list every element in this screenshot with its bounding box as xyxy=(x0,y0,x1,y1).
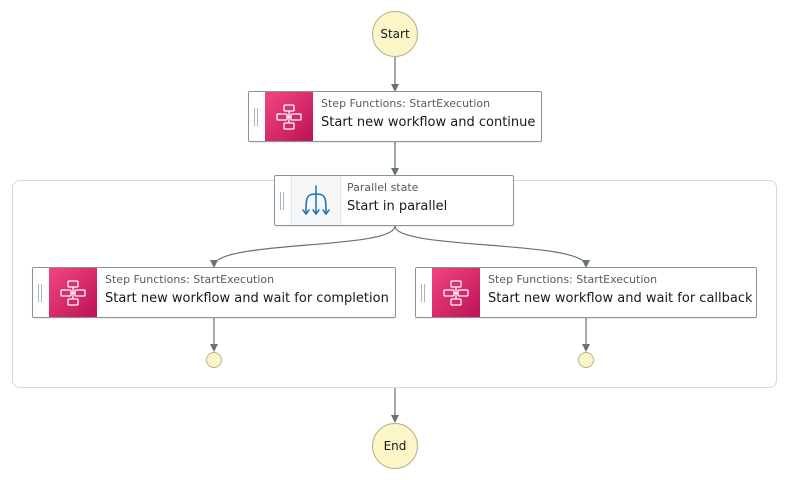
drag-handle[interactable] xyxy=(254,107,258,126)
state-name-label: Start new workflow and continue xyxy=(321,115,536,130)
state-name-label: Start in parallel xyxy=(347,199,448,214)
branch-end-left xyxy=(206,352,222,368)
state-type-label: Parallel state xyxy=(347,181,419,194)
state-name-label: Start new workflow and wait for callback xyxy=(488,291,753,306)
end-label: End xyxy=(383,439,407,453)
state-name-label: Start new workflow and wait for completi… xyxy=(105,291,389,306)
branch-end-right xyxy=(578,352,594,368)
state-type-label: Step Functions: StartExecution xyxy=(105,273,275,286)
step-functions-icon xyxy=(49,268,97,317)
drag-handle[interactable] xyxy=(421,283,425,302)
start-label: Start xyxy=(380,27,410,41)
drag-handle[interactable] xyxy=(280,191,284,210)
state-start-new-workflow-and-continue[interactable]: Step Functions: StartExecution Start new… xyxy=(248,91,542,142)
end-node[interactable]: End xyxy=(372,423,418,469)
step-functions-icon xyxy=(265,92,313,141)
state-start-in-parallel[interactable]: Parallel state Start in parallel xyxy=(274,175,514,226)
state-start-new-workflow-and-wait-for-completion[interactable]: Step Functions: StartExecution Start new… xyxy=(32,267,396,318)
state-start-new-workflow-and-wait-for-callback[interactable]: Step Functions: StartExecution Start new… xyxy=(415,267,757,318)
state-type-label: Step Functions: StartExecution xyxy=(488,273,658,286)
start-node[interactable]: Start xyxy=(372,11,418,57)
step-functions-icon xyxy=(432,268,480,317)
edge-parallel-to-branch-right xyxy=(394,225,590,268)
edge-parallel-to-branch-left xyxy=(210,225,396,268)
state-type-label: Step Functions: StartExecution xyxy=(321,97,491,110)
parallel-branch-icon xyxy=(291,176,341,225)
drag-handle[interactable] xyxy=(38,283,42,302)
